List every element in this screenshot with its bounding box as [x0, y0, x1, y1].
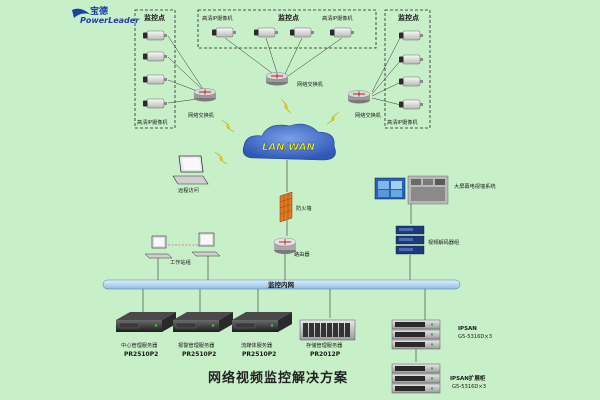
server-model-3: PR2510P2 — [242, 351, 276, 358]
workstation-icon — [191, 232, 221, 257]
camera-label-left: 高清IP摄像机 — [137, 118, 168, 126]
monitor-point-label-left: 监控点 — [144, 13, 165, 22]
storage-name-2: IPSAN扩展柜 — [450, 374, 486, 382]
lightning-icon — [221, 119, 235, 133]
rack-server-icon — [172, 311, 234, 333]
ip-camera-icon — [142, 74, 168, 85]
server-name-3: 流媒体服务器 — [241, 341, 273, 349]
remote-access-label: 远程访问 — [178, 186, 199, 194]
switch-label-left: 网络交换机 — [188, 111, 215, 119]
storage-array-icon — [391, 363, 441, 394]
bus-label: 监控内网 — [268, 280, 295, 289]
network-switch-icon — [347, 90, 371, 104]
camera-label-center-1: 高清IP摄像机 — [202, 14, 233, 22]
monitor-point-right: 监控点 高清IP摄像机 — [384, 9, 431, 129]
decoder-icon — [395, 225, 425, 255]
router-icon — [273, 237, 297, 254]
network-switch-icon — [265, 72, 289, 86]
ip-camera-icon — [398, 76, 424, 87]
storage-name-1: IPSAN — [458, 326, 477, 332]
logo: 宝德 PowerLeader — [72, 5, 140, 25]
lightning-icon — [214, 151, 228, 165]
camera-label-right: 高清IP摄像机 — [387, 118, 418, 126]
server-links — [142, 289, 426, 320]
logo-en: PowerLeader — [80, 16, 140, 25]
ip-camera-icon — [398, 30, 424, 41]
server-model-4: PR2012P — [310, 351, 341, 358]
cloud-icon: LAN/WAN — [242, 123, 336, 161]
laptop-icon — [172, 155, 209, 185]
storage-model-2: G5-5316D×3 — [452, 384, 486, 390]
decoder-label: 视频解码器组 — [428, 238, 459, 246]
page-title: 网络视频监控解决方案 — [208, 370, 348, 386]
lan-bus: 监控内网 — [102, 279, 461, 290]
ip-camera-icon — [398, 54, 424, 65]
router-label: 路由器 — [294, 250, 310, 258]
network-switch-icon — [193, 88, 217, 102]
ip-camera-icon — [329, 27, 355, 38]
camera-label-center-2: 高清IP摄像机 — [322, 14, 353, 22]
workstation-icon — [144, 235, 173, 259]
firewall-label: 防火墙 — [296, 204, 312, 212]
cloud-label: LAN/WAN — [262, 142, 316, 153]
server-model-2: PR2510P2 — [182, 351, 216, 358]
ip-camera-icon — [142, 98, 168, 109]
ip-camera-icon — [142, 51, 168, 62]
ip-camera-icon — [253, 27, 279, 38]
server-name-1: 中心管理服务器 — [121, 341, 158, 349]
logo-cn: 宝德 — [90, 5, 108, 17]
server-name-4: 存储管理服务器 — [306, 341, 343, 349]
storage-server-icon — [299, 319, 356, 341]
ip-camera-icon — [142, 30, 168, 41]
video-wall-label: 大屏幕电视墙系统 — [454, 182, 496, 190]
monitor-point-center: 高清IP摄像机 监控点 高清IP摄像机 — [197, 9, 377, 49]
monitor-point-label-center: 监控点 — [278, 13, 299, 22]
rack-server-icon — [231, 311, 293, 333]
storage-model-1: G5-5316D×3 — [458, 334, 492, 340]
workstation-label: 工作站组 — [170, 258, 191, 266]
ip-camera-icon — [398, 99, 424, 110]
monitor-point-left: 监控点 高清IP摄像机 — [134, 9, 176, 129]
storage-array-icon — [391, 319, 441, 350]
ip-camera-icon — [289, 27, 315, 38]
switch-label-center: 网络交换机 — [297, 80, 324, 88]
lightning-icon — [326, 111, 340, 125]
ip-camera-icon — [211, 27, 237, 38]
monitor-point-label-right: 监控点 — [398, 13, 419, 22]
firewall-icon — [279, 191, 293, 223]
server-name-2: 报警管理服务器 — [178, 341, 215, 349]
lightning-icon — [278, 98, 294, 114]
rack-server-icon — [115, 311, 177, 333]
switch-label-right: 网络交换机 — [355, 111, 382, 119]
video-wall-icon — [374, 175, 449, 205]
server-model-1: PR2510P2 — [124, 351, 158, 358]
